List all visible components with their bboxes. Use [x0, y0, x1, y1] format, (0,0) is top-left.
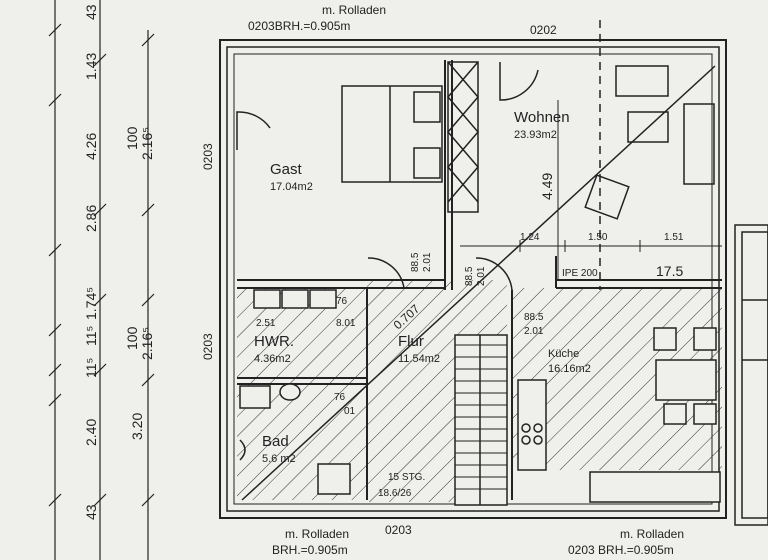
door-stairs-height: 2.01 — [476, 266, 487, 286]
stairs-ratio: 18.6/26 — [378, 488, 412, 499]
dim-tick — [48, 23, 62, 37]
bath-fixtures — [239, 383, 351, 495]
room-gast-area: 17.04m2 — [270, 181, 313, 193]
beam-label: IPE 200 — [562, 268, 598, 279]
left-dim-label: 1.74⁵ — [83, 287, 99, 320]
room-hwr-name: HWR. — [254, 333, 294, 350]
window-bottom-right-spec: 0203 BRH.=0.905m — [568, 543, 674, 557]
dim-tick — [93, 53, 107, 67]
room-gast-name: Gast — [270, 161, 303, 178]
dim-tick — [93, 363, 107, 377]
dim-tick — [48, 323, 62, 337]
room-bad-area: 5.6 m2 — [262, 453, 296, 465]
window-top-right-code: 0202 — [530, 23, 557, 37]
wohnen-width-1: 1.24 — [520, 232, 540, 243]
inner-dim-label: 100 — [124, 326, 140, 350]
left-dim-label: 11⁵ — [83, 358, 99, 378]
left-dim-label: 1.43 — [83, 53, 99, 80]
hwr-dim-1: 2.51 — [256, 318, 276, 329]
window-top-spec: 0203BRH.=0.905m — [248, 19, 350, 33]
dim-tick — [141, 293, 155, 307]
dim-tick — [48, 363, 62, 377]
room-hwr-area: 4.36m2 — [254, 353, 291, 365]
window-bottom-code: 0203 — [385, 523, 412, 537]
left-dim-lines — [54, 0, 149, 560]
dim-tick — [141, 203, 155, 217]
room-bad-name: Bad — [262, 433, 289, 450]
beam-dim: 17.5 — [656, 263, 683, 279]
inner-dim-label: 100 — [124, 126, 140, 150]
adjacent-wall — [734, 224, 768, 526]
dim-tick — [93, 493, 107, 507]
window-bottom-left-spec: BRH.=0.905m — [272, 543, 348, 557]
staircase — [454, 334, 508, 506]
window-top-note: m. Rolladen — [322, 3, 386, 17]
wohnen-height-dim: 4.49 — [539, 173, 555, 200]
dim-ticks — [48, 23, 155, 507]
room-flur-name: Flur — [398, 333, 424, 350]
left-dim-label: 2.86 — [83, 205, 99, 232]
inner-dim-label: 2.16⁵ — [139, 327, 155, 360]
room-wohnen-name: Wohnen — [514, 109, 570, 126]
interior-walls — [237, 60, 722, 500]
left-dim-label: 43 — [83, 504, 99, 520]
kitchen-furniture — [517, 327, 721, 503]
hwr-shelves — [253, 289, 337, 309]
door-gast-height: 2.01 — [422, 252, 433, 272]
stair-treads — [455, 344, 507, 490]
wohnen-width-3: 1.51 — [664, 232, 684, 243]
room-kueche-name: Küche — [548, 348, 579, 360]
door-stairs-width: 88.5 — [464, 266, 475, 286]
dim-tick — [48, 93, 62, 107]
wardrobe — [447, 61, 479, 213]
doors — [236, 62, 539, 291]
dim-tick — [141, 493, 155, 507]
wohnen-dim-lines — [460, 100, 722, 280]
bad-dim-2: 01 — [344, 406, 356, 417]
wohnen-width-2: 1.50 — [588, 232, 608, 243]
left-dim-labels: 43 1.43 4.26 2.86 1.74⁵ 11⁵ 11⁵ 2.40 43 — [83, 4, 99, 520]
inner-dim-label: 3.20 — [129, 413, 145, 440]
window-bottom-right-note: m. Rolladen — [620, 527, 684, 541]
window-left-lower-code: 0203 — [201, 333, 215, 360]
door-kueche-width: 88.5 — [524, 312, 544, 323]
dim-tick — [93, 203, 107, 217]
bad-dim-1: 76 — [334, 392, 346, 403]
dim-tick — [141, 373, 155, 387]
inner-dim-label: 2.16⁵ — [139, 127, 155, 160]
dim-tick — [48, 393, 62, 407]
left-dim-label: 2.40 — [83, 419, 99, 446]
left-dim-label: 4.26 — [83, 133, 99, 160]
dim-tick — [48, 243, 62, 257]
window-bottom-note: m. Rolladen — [285, 527, 349, 541]
stairs-count: 15 STG. — [388, 472, 425, 483]
left-dim-label: 43 — [83, 4, 99, 20]
diagonal-line — [241, 65, 716, 501]
dim-tick — [141, 33, 155, 47]
hwr-dim-2: 8.01 — [336, 318, 356, 329]
door-gast-width: 88.5 — [410, 252, 421, 272]
living-furniture — [584, 65, 715, 220]
door-kueche-height: 2.01 — [524, 326, 544, 337]
dim-tick — [93, 293, 107, 307]
bed — [341, 85, 443, 183]
room-wohnen-area: 23.93m2 — [514, 129, 557, 141]
hwr-dim-3: 76 — [336, 296, 348, 307]
room-kueche-area: 16.16m2 — [548, 363, 591, 375]
left-dim-label: 11⁵ — [83, 326, 99, 346]
dim-tick — [48, 493, 62, 507]
room-flur-area: 11.54m2 — [398, 353, 440, 365]
window-left-upper-code: 0203 — [201, 143, 215, 170]
